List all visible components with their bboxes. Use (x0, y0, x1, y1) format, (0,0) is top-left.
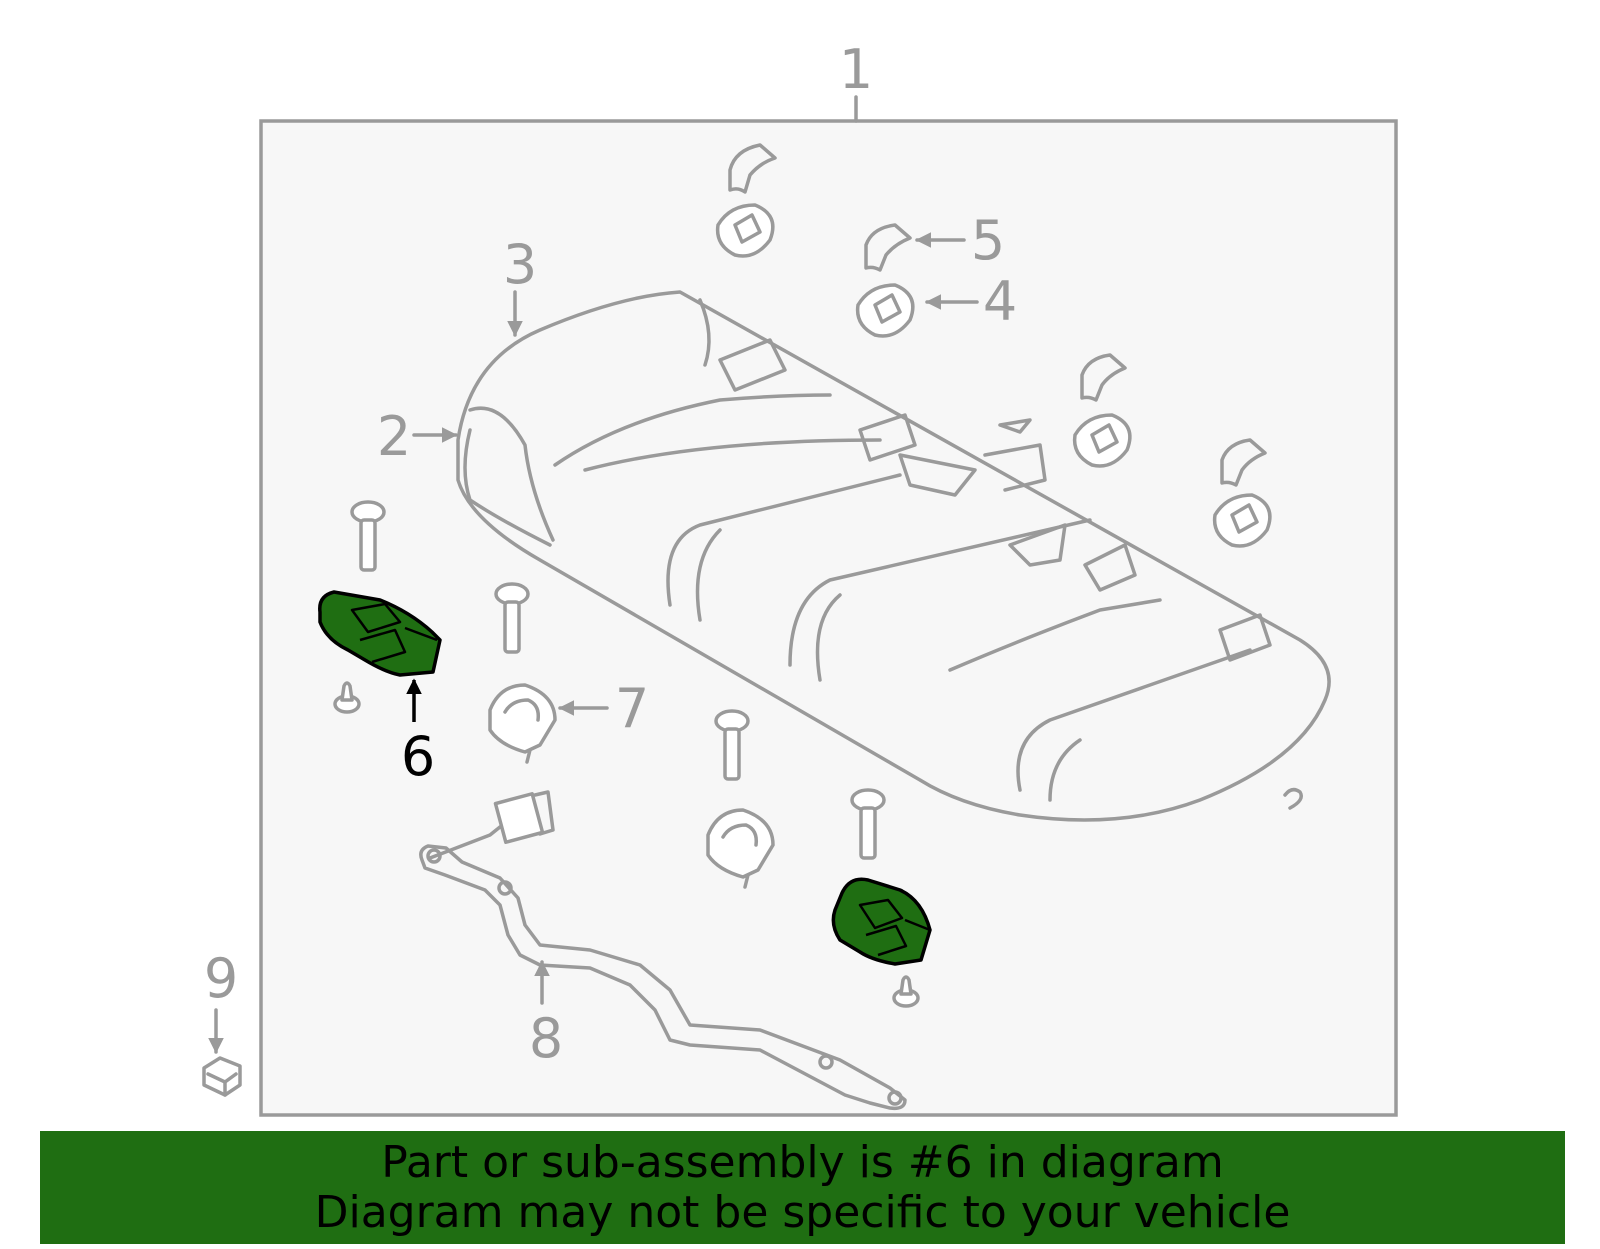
callout-1: 1 (839, 38, 873, 101)
wire-harness (419, 790, 907, 1111)
screws (350, 500, 886, 860)
connector-part-9 (202, 1056, 242, 1097)
highlighted-part-6-right (831, 877, 932, 966)
callout-8: 8 (529, 1007, 563, 1070)
brackets (488, 683, 775, 889)
callout-6: 6 (401, 725, 435, 788)
callout-5: 5 (971, 209, 1005, 272)
retainer-clips (715, 143, 1272, 548)
callout-7: 7 (615, 677, 649, 740)
callout-2: 2 (377, 405, 411, 468)
seat-cushion (456, 290, 1331, 822)
push-pins (333, 681, 920, 1008)
info-banner: Part or sub-assembly is #6 in diagram Di… (40, 1131, 1565, 1244)
assembly-frame (259, 119, 1398, 1117)
banner-line-1: Part or sub-assembly is #6 in diagram (381, 1136, 1224, 1188)
banner-line-2: Diagram may not be specific to your vehi… (314, 1186, 1291, 1238)
callout-4: 4 (983, 270, 1017, 333)
highlighted-part-6-left (318, 590, 442, 677)
callout-9: 9 (204, 947, 238, 1010)
callout-3: 3 (503, 233, 537, 296)
